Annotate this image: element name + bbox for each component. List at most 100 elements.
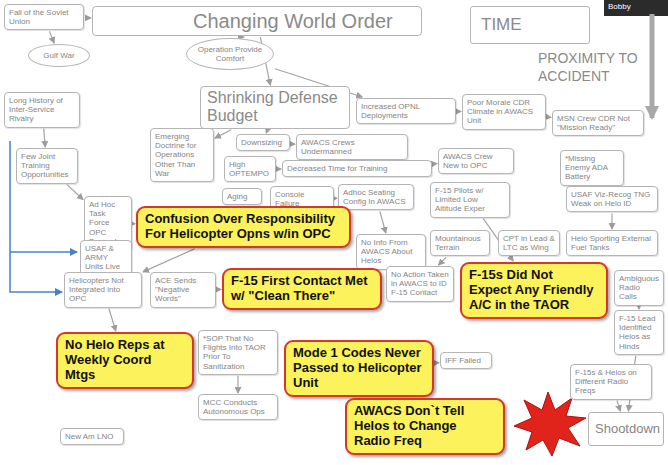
callout-box: Mode 1 Codes Never Passed to Helicopter … — [284, 340, 434, 397]
cause-box: Fall of the Soviet Union — [4, 4, 84, 30]
box-text: Helicopters Not Integrated into OPC — [69, 276, 137, 304]
box-text: Poor Morale CDR Climate in AWACS Unit — [467, 98, 541, 126]
cause-box: *Missing Enemy ADA Battery — [560, 150, 624, 186]
blue-link — [10, 251, 77, 253]
time-arrow — [650, 14, 655, 118]
box-text: F-15s & Helos on Different Radio Freqs — [575, 368, 647, 396]
box-text: Changing World Order — [193, 9, 413, 33]
cause-box: CPT in Lead & LTC as Wing — [498, 230, 560, 256]
box-text: IFF Failed — [445, 356, 487, 365]
box-text: Decreased Time for Training — [287, 164, 427, 173]
cause-box: Adhoc Seating Config In AWACS — [338, 184, 414, 210]
cause-box: Few Joint Training Opportunities — [16, 148, 78, 184]
budget-box: Shrinking Defense Budget — [200, 86, 350, 129]
causal-arrow — [433, 163, 437, 164]
causal-arrow — [380, 211, 386, 233]
causal-arrow — [277, 168, 281, 169]
cause-box: *SOP That No Flights Into TAOR Prior To … — [198, 330, 278, 375]
causal-arrow — [439, 257, 447, 265]
box-text: F-15 Pilots w/ Limited Low Altitude Expe… — [435, 186, 505, 214]
cause-box: Emerging Doctrine for Operations Other T… — [150, 128, 214, 182]
cause-box: No Info From AWACS About Helos — [356, 234, 426, 270]
cause-box: Downsizing — [236, 134, 290, 151]
causal-arrow — [335, 198, 337, 199]
cause-box: No Action Taken in AWACS to ID F-15 Cont… — [386, 266, 454, 302]
event-ellipse: Gulf War — [28, 44, 90, 67]
cause-box: High OPTEMPO — [224, 156, 276, 182]
cause-box: ACE Sends "Negative Words" — [150, 272, 216, 308]
causal-arrow — [457, 111, 461, 112]
causal-arrow — [143, 249, 195, 272]
box-text: New Am LNO — [65, 432, 119, 441]
outcome-box: Shootdown — [588, 412, 664, 446]
event-ellipse: Operation Provide Comfort — [186, 38, 274, 70]
box-text: AWACS Crew New to OPC — [443, 152, 509, 170]
cause-box: Decreased Time for Training — [282, 160, 432, 177]
causal-arrow — [611, 213, 612, 229]
box-text: Operation Provide Comfort — [195, 45, 265, 63]
box-text: MCC Conducts Autonomous Ops — [203, 398, 273, 416]
box-text: Fall of the Soviet Union — [9, 8, 79, 26]
callout-box: F-15 First Contact Met w/ "Clean There" — [222, 268, 382, 310]
box-text: Adhoc Seating Config In AWACS — [343, 188, 409, 206]
box-text: *Missing Enemy ADA Battery — [565, 154, 619, 182]
causal-arrow — [547, 116, 551, 118]
box-text: Mountainous Terrain — [435, 234, 485, 252]
cause-box: Aging — [222, 188, 262, 205]
box-text: Aging — [227, 192, 257, 201]
box-text: High OPTEMPO — [229, 160, 271, 178]
cause-box: IFF Failed — [440, 352, 492, 369]
box-text: AWACS Don`t Tell Helos to Change Radio F… — [354, 404, 496, 449]
cause-box: Poor Morale CDR Climate in AWACS Unit — [462, 94, 546, 130]
causal-arrow — [435, 362, 439, 363]
box-text: MSN Crew CDR Not "Mission Ready" — [557, 114, 639, 132]
cause-box: Long History of Inter-Service Rivalry — [4, 92, 80, 128]
cause-box: MCC Conducts Autonomous Ops — [198, 394, 278, 420]
box-text: USAF Viz-Recog TNG Weak on Helo ID — [571, 190, 653, 208]
box-text: F-15 Lead Identified Helos as Hinds — [619, 314, 659, 351]
cause-box: Helicopters Not Integrated into OPC — [64, 272, 142, 308]
callout-box: No Helo Reps at Weekly Coord Mtgs — [56, 332, 194, 389]
causal-arrow — [44, 129, 46, 147]
cause-box: Increased OPNL Deployments — [356, 98, 456, 124]
box-text: Shootdown — [595, 421, 657, 437]
causal-arrow — [85, 17, 91, 18]
callout-box: F-15s Did Not Expect Any Friendly A/C in… — [460, 262, 608, 319]
cause-box: F-15 Pilots w/ Limited Low Altitude Expe… — [430, 182, 510, 218]
box-text: Mode 1 Codes Never Passed to Helicopter … — [293, 346, 425, 391]
time-box: TIME — [470, 6, 590, 44]
box-text: Ambiguous Radio Calls — [619, 274, 659, 302]
box-text: No Action Taken in AWACS to ID F-15 Cont… — [391, 270, 449, 298]
box-text: *SOP That No Flights Into TAOR Prior To … — [203, 334, 273, 371]
heading-box: Changing World Order — [92, 6, 422, 36]
webcam-name: Bobby — [608, 3, 666, 12]
box-text: Long History of Inter-Service Rivalry — [9, 96, 75, 124]
box-text: Few Joint Training Opportunities — [21, 152, 73, 180]
cause-box: AWACS Crew New to OPC — [438, 148, 514, 174]
box-text: CPT in Lead & LTC as Wing — [503, 234, 555, 252]
cause-box: MSN Crew CDR Not "Mission Ready" — [552, 110, 644, 136]
box-text: Emerging Doctrine for Operations Other T… — [155, 132, 209, 178]
box-text: TIME — [481, 15, 579, 35]
box-text: AWACS Crews Undermanned — [301, 138, 403, 156]
cause-box: Helo Sporting External Fuel Tanks — [566, 230, 658, 256]
cause-box: Mountainous Terrain — [430, 230, 490, 256]
box-text: Shrinking Defense Budget — [207, 89, 343, 126]
box-text: Gulf War — [37, 51, 81, 60]
causal-arrow — [133, 223, 135, 224]
webcam-thumb — [604, 0, 668, 16]
causal-arrow — [638, 307, 639, 309]
causal-arrow — [291, 143, 295, 144]
box-text: Helo Sporting External Fuel Tanks — [571, 234, 653, 252]
box-text: Confusion Over Responsibility For Helico… — [145, 212, 342, 242]
causal-arrow — [266, 130, 267, 133]
causal-arrow — [109, 309, 116, 331]
cause-box: F-15s & Helos on Different Radio Freqs — [570, 364, 652, 400]
box-text: No Info From AWACS About Helos — [361, 238, 421, 266]
causal-arrow — [215, 130, 231, 138]
section-label: PROXIMITY TO ACCIDENT — [538, 50, 642, 85]
callout-box: Confusion Over Responsibility For Helico… — [136, 206, 351, 248]
causal-arrow — [617, 401, 620, 411]
box-text: ACE Sends "Negative Words" — [155, 276, 211, 304]
